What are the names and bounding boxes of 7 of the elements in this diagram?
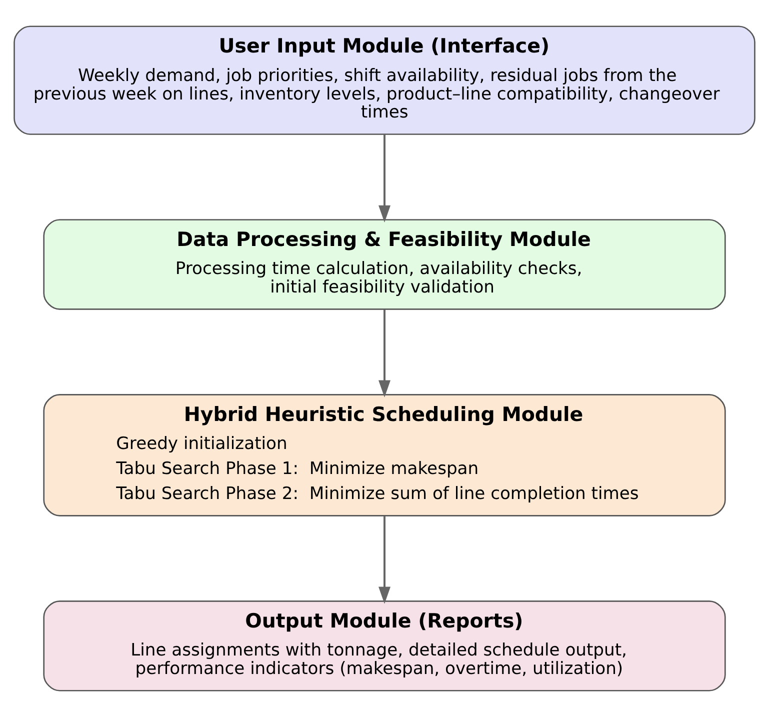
node-box: Output Module (Reports) Line assignments with tonnage, detailed schedule output, performance indicators (makespan, overtime, utilization) (42, 600, 726, 691)
arrow (378, 516, 390, 604)
arrow (378, 308, 390, 397)
arrow (378, 134, 390, 222)
node-box: User Input Module (Interface) Weekly demand, job priorities, shift availability, residual jobs from the previous week on lines, inventory levels, product–line compatibility, changeover times (13, 25, 755, 134)
node-box: Hybrid Heuristic Scheduling Module Greedy initialization Tabu Search Phase 1: Minimize makespan Tabu Search Phase 2: Minimize sum of line completion times (42, 394, 726, 516)
node-box: Data Processing & Feasibility Module Processing time calculation, availability checks, initial feasibility validation (42, 218, 726, 310)
